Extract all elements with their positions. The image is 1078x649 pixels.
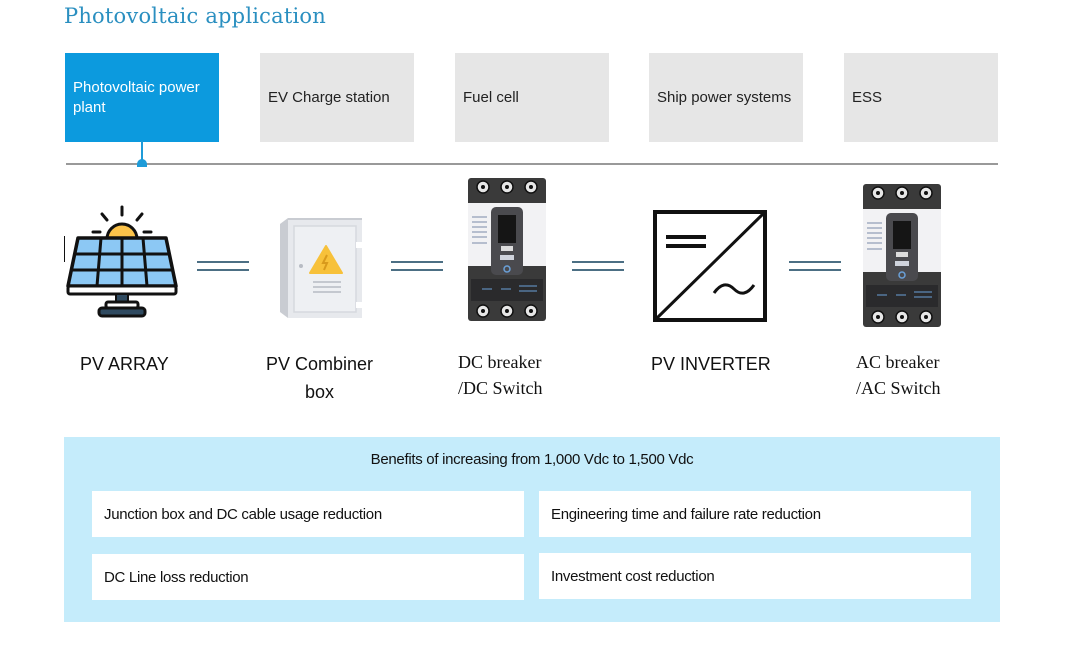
ac-breaker-label-line2: /AC Switch <box>856 378 941 398</box>
ac-breaker-icon <box>863 184 941 327</box>
benefits-title: Benefits of increasing from 1,000 Vdc to… <box>370 451 694 468</box>
dc-breaker-label: DC breaker /DC Switch <box>458 349 543 401</box>
pv-inverter-label-line1: PV INVERTER <box>651 354 771 374</box>
dc-breaker-label-line2: /DC Switch <box>458 378 543 398</box>
tab-ess[interactable]: ESS <box>844 53 998 142</box>
benefits-panel: Benefits of increasing from 1,000 Vdc to… <box>64 437 1000 622</box>
pv-array-label: PV ARRAY <box>80 350 169 378</box>
solar-panel-icon <box>66 205 178 318</box>
connection-line-2 <box>391 261 443 271</box>
dc-breaker-label-line1: DC breaker <box>458 352 542 372</box>
tab-ev-charge-station[interactable]: EV Charge station <box>260 53 414 142</box>
active-tab-marker <box>137 159 147 167</box>
pv-combiner-label: PV Combiner box <box>266 350 373 406</box>
pv-combiner-label-line2: box <box>305 382 335 402</box>
inverter-icon <box>653 210 767 322</box>
active-tab-connector <box>141 141 143 163</box>
connection-line-4 <box>789 261 841 271</box>
benefit-item: DC Line loss reduction <box>92 554 524 600</box>
pv-inverter-label: PV INVERTER <box>651 350 771 378</box>
tab-fuel-cell[interactable]: Fuel cell <box>455 53 609 142</box>
pv-combiner-label-line1: PV Combiner <box>266 354 374 374</box>
pv-array-label-line1: PV ARRAY <box>80 354 169 374</box>
dc-breaker-icon <box>468 178 546 321</box>
benefit-item: Junction box and DC cable usage reductio… <box>92 491 524 537</box>
combiner-box-icon <box>280 218 362 318</box>
ac-breaker-label-line1: AC breaker <box>856 352 940 372</box>
connection-line-3 <box>572 261 624 271</box>
ac-breaker-label: AC breaker /AC Switch <box>856 349 941 401</box>
text-cursor <box>64 236 65 262</box>
page-title: Photovoltaic application <box>64 4 326 28</box>
tab-photovoltaic-power-plant[interactable]: Photovoltaic power plant <box>65 53 219 142</box>
benefit-item: Investment cost reduction <box>539 553 971 599</box>
tab-ship-power-systems[interactable]: Ship power systems <box>649 53 803 142</box>
benefit-item: Engineering time and failure rate reduct… <box>539 491 971 537</box>
tab-divider-line <box>66 163 998 165</box>
connection-line-1 <box>197 261 249 271</box>
